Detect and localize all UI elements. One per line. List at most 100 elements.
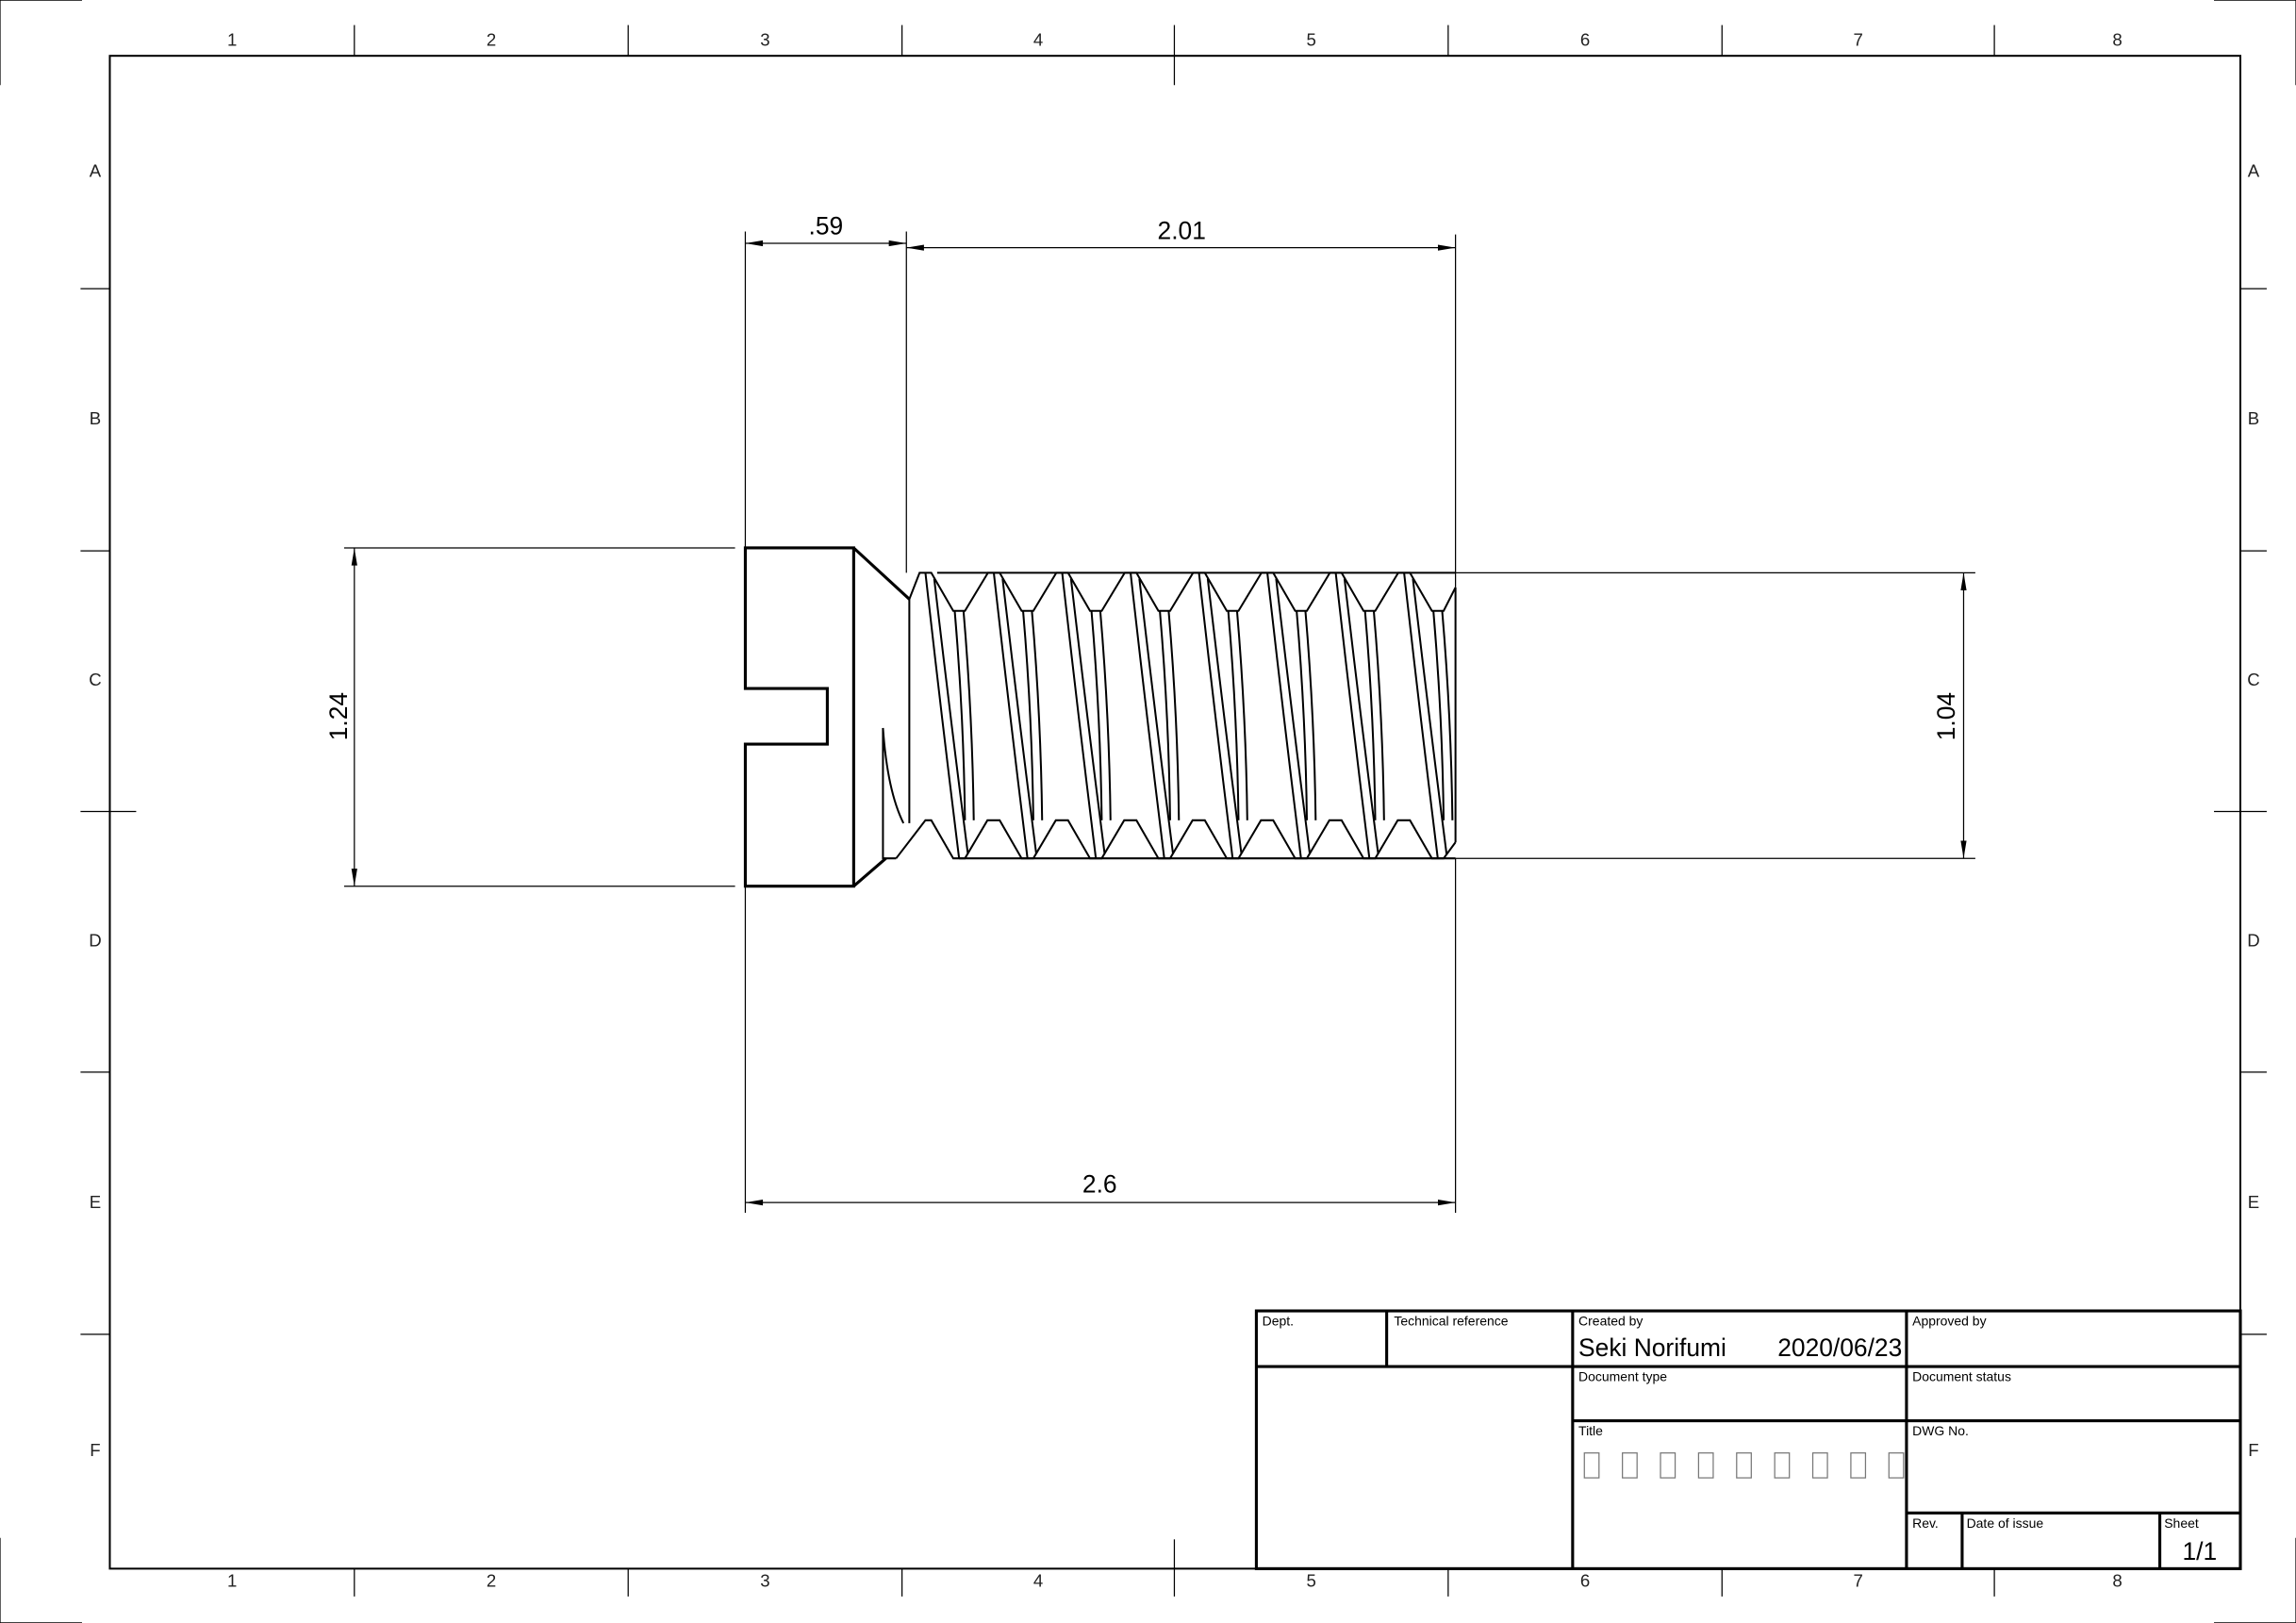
screw-head [743, 546, 911, 888]
thread-helix-line [1206, 578, 1243, 854]
thread-profile [895, 571, 1457, 860]
thread-helix-line [1304, 610, 1317, 820]
thread-helix-line [924, 572, 961, 859]
title-label: Title [1578, 1423, 1603, 1438]
dimension-lines [343, 231, 1975, 1214]
thread-top-profile [908, 571, 1457, 612]
column-label-8: 8 [2112, 30, 2122, 50]
dimension-head-length: .59 [809, 212, 844, 240]
sheet-label: Sheet [2164, 1515, 2199, 1531]
thread-helix-line [992, 572, 1029, 859]
created-by-label: Created by [1578, 1314, 1643, 1329]
row-label-A: A [90, 161, 102, 181]
title-placeholder-glyph [1660, 1452, 1677, 1479]
title-placeholder-glyph [1736, 1452, 1752, 1479]
row-label-F: F [2248, 1440, 2258, 1460]
row-label-C: C [89, 670, 101, 689]
thread-helix-line [953, 610, 966, 820]
dimension-head-diameter: 1.24 [324, 692, 353, 740]
thread-bottom-profile [895, 819, 1457, 860]
title-placeholder-glyphs [1583, 1452, 1905, 1479]
column-label-6: 6 [1580, 1570, 1590, 1590]
rev-label: Rev. [1912, 1515, 1939, 1531]
thread-helix-line [1363, 610, 1377, 820]
thread-helix-line [1227, 610, 1240, 820]
column-label-7: 7 [1853, 30, 1862, 50]
column-label-6: 6 [1580, 30, 1590, 50]
thread-helix-line [1334, 572, 1371, 859]
row-label-A: A [2248, 161, 2260, 181]
row-label-E: E [2248, 1192, 2259, 1212]
thread-helix-line [1235, 610, 1248, 820]
thread-helix-line [1343, 578, 1379, 854]
title-placeholder-glyph [1888, 1452, 1905, 1479]
approved-by-label: Approved by [1912, 1314, 1986, 1329]
dimension-thread-length: 2.01 [1158, 216, 1206, 244]
thread-helix-line [1275, 578, 1312, 854]
thread-helix-line [1372, 610, 1385, 820]
column-label-4: 4 [1033, 30, 1043, 50]
column-label-8: 8 [2112, 1570, 2122, 1590]
row-label-D: D [89, 931, 101, 951]
date-of-issue-label: Date of issue [1967, 1515, 2044, 1531]
thread-helix-line [1266, 572, 1302, 859]
dimension-overall-length: 2.6 [1082, 1169, 1117, 1198]
thread-helix-line [1022, 610, 1034, 820]
column-label-5: 5 [1306, 1570, 1315, 1590]
thread-helix-line [1159, 610, 1171, 820]
document-type-label: Document type [1578, 1369, 1667, 1384]
thread-helix-line [1098, 610, 1112, 820]
title-placeholder-glyph [1850, 1452, 1867, 1479]
thread-helix-line [1198, 572, 1234, 859]
thread-helix-line [1130, 572, 1165, 859]
column-label-7: 7 [1853, 1570, 1862, 1590]
title-placeholder-glyph [1811, 1452, 1828, 1479]
row-label-B: B [90, 408, 101, 428]
row-label-F: F [90, 1440, 100, 1460]
column-label-5: 5 [1306, 30, 1315, 50]
row-label-C: C [2247, 670, 2259, 689]
row-label-D: D [2247, 931, 2259, 951]
title-placeholder-glyph [1774, 1452, 1791, 1479]
column-label-3: 3 [760, 30, 769, 50]
column-label-3: 3 [760, 1570, 769, 1590]
dimension-arrows [351, 240, 1967, 1206]
head-chamfer-curve [882, 727, 905, 860]
created-date: 2020/06/23 [1777, 1333, 1902, 1362]
thread-helix-line [933, 578, 969, 854]
thread-helix-line [1441, 610, 1454, 820]
thread-helix-line [1412, 578, 1448, 854]
column-label-1: 1 [227, 1570, 237, 1590]
column-label-2: 2 [487, 30, 496, 50]
title-placeholder-glyph [1622, 1452, 1638, 1479]
screw-drawing [743, 546, 1457, 888]
sheet-value: 1/1 [2182, 1537, 2217, 1565]
thread-helix-line [1296, 610, 1309, 820]
drawing-frame [108, 55, 2241, 1570]
dept-label: Dept. [1263, 1314, 1294, 1329]
thread-helix-line [1432, 610, 1445, 820]
title-placeholder-glyph [1697, 1452, 1714, 1479]
thread-helix-line [1090, 610, 1103, 820]
document-status-label: Document status [1912, 1369, 2011, 1384]
thread-helix-line [1167, 610, 1181, 820]
column-label-2: 2 [487, 1570, 496, 1590]
dimension-thread-diameter: 1.04 [1932, 692, 1960, 740]
thread-helix-line [1138, 578, 1175, 854]
thread-helix-line [1403, 572, 1439, 859]
created-by-name: Seki Norifumi [1578, 1333, 1726, 1362]
thread-helix-line [1061, 572, 1098, 859]
column-label-1: 1 [227, 30, 237, 50]
technical-reference-label: Technical reference [1394, 1314, 1508, 1329]
thread-helix-line [1031, 610, 1044, 820]
title-placeholder-glyph [1583, 1452, 1600, 1479]
title-block: Dept. Technical reference Created by Sek… [1254, 1309, 2242, 1570]
thread-helix-line [1069, 578, 1106, 854]
thread-helix-line [1001, 578, 1038, 854]
thread-helix-line [962, 610, 975, 820]
row-label-E: E [90, 1192, 101, 1212]
dwg-no-label: DWG No. [1912, 1423, 1969, 1438]
column-label-4: 4 [1033, 1570, 1043, 1590]
